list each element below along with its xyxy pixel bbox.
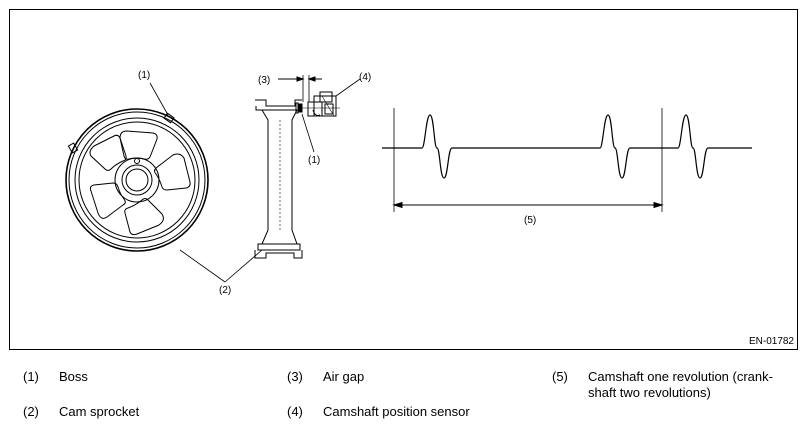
legend-text: Air gap	[323, 369, 365, 384]
legend-number: (5)	[552, 369, 568, 384]
callout-3: (3)	[258, 75, 270, 86]
legend-text-continued: shaft two revolutions)	[588, 385, 711, 400]
sensor-waveform	[382, 114, 752, 179]
callout-5: (5)	[524, 215, 536, 226]
camshaft-position-sensor	[300, 91, 340, 117]
callout-2: (2)	[219, 285, 231, 296]
legend-text: Camshaft one revolution (crank-	[588, 369, 773, 384]
callout-1-mid: (1)	[308, 155, 320, 166]
cam-sprocket	[65, 108, 209, 252]
legend-text: Camshaft position sensor	[323, 404, 470, 419]
figure-id: EN-01782	[748, 336, 794, 347]
legend-text: Boss	[59, 369, 88, 384]
legend-number: (1)	[23, 369, 39, 384]
diagram-drawing: (1) (3) (4) (1) (2) (5)	[65, 70, 752, 296]
legend-text: Cam sprocket	[59, 404, 140, 419]
legend-number: (3)	[287, 369, 303, 384]
legend-number: (4)	[287, 404, 303, 419]
sprocket-side-view	[254, 99, 303, 259]
callout-1-top: (1)	[138, 70, 150, 81]
callout-4: (4)	[359, 72, 371, 83]
legend-number: (2)	[23, 404, 39, 419]
figure-frame	[9, 9, 798, 350]
